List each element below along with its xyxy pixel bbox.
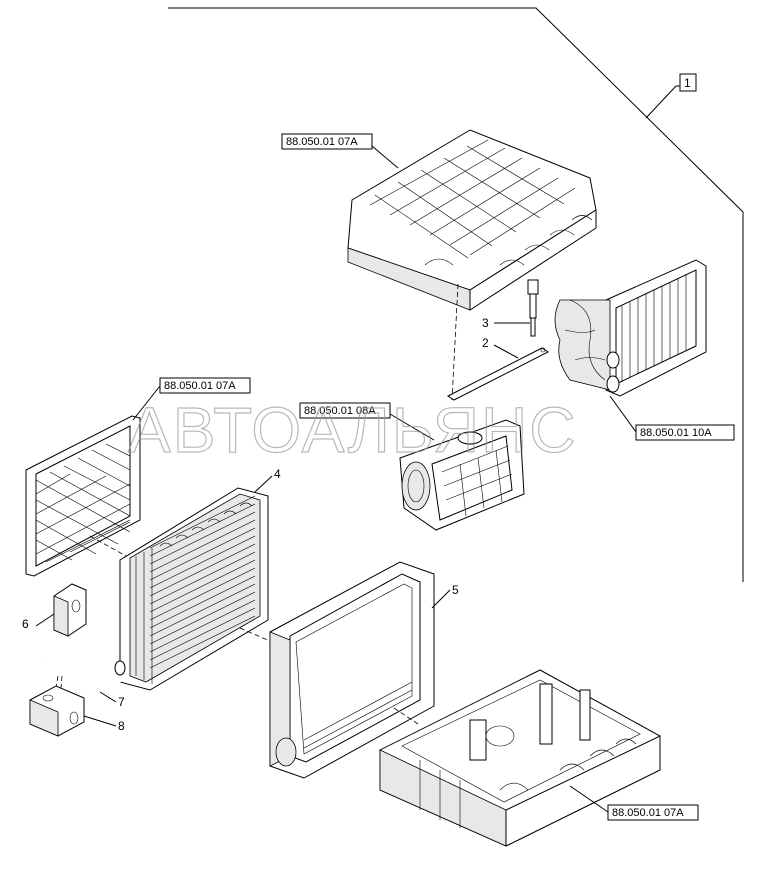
bottom-housing <box>379 669 661 847</box>
evaporator-core <box>119 487 269 691</box>
heater-core <box>554 259 707 397</box>
sensor-part <box>527 279 539 337</box>
blower-housing <box>399 419 525 531</box>
ref-box-top-housing <box>281 133 373 150</box>
ref-box-bottom-housing <box>607 804 699 821</box>
watermark: АВТОАЛЬЯНС <box>128 394 578 466</box>
callout-2: 2 <box>482 336 489 350</box>
ref-blower: 88.050.01 08A <box>304 405 376 417</box>
ref-top-housing: 88.050.01 07A <box>286 136 358 148</box>
callout-4: 4 <box>274 467 281 481</box>
bracket-strip <box>447 347 549 401</box>
alignment-line-frame <box>393 707 419 725</box>
callout-7: 7 <box>118 695 125 709</box>
ref-bottom-housing: 88.050.01 07A <box>612 807 684 819</box>
top-housing <box>347 129 597 311</box>
assembly-callout-box <box>679 73 697 92</box>
ref-box-blower <box>299 402 391 419</box>
cabin-filter <box>25 415 141 577</box>
ref-box-filter <box>159 377 251 394</box>
callout-1: 1 <box>684 76 691 90</box>
mounting-frame <box>269 561 435 779</box>
callout-8: 8 <box>118 719 125 733</box>
pipe-part <box>43 649 127 689</box>
assembly-boundary-line <box>168 7 744 582</box>
ref-box-heater <box>635 424 735 441</box>
seal-block <box>53 583 87 637</box>
alignment-line-evaporator <box>239 627 273 643</box>
ref-filter: 88.050.01 07A <box>164 380 236 392</box>
callout-3: 3 <box>482 316 489 330</box>
alignment-line-filter <box>89 535 127 557</box>
callout-6: 6 <box>22 617 29 631</box>
assembly-callout-leader <box>645 85 677 119</box>
alignment-line-housing <box>451 283 459 401</box>
ref-heater: 88.050.01 10A <box>640 427 712 439</box>
expansion-valve <box>29 685 85 737</box>
callout-5: 5 <box>452 583 459 597</box>
